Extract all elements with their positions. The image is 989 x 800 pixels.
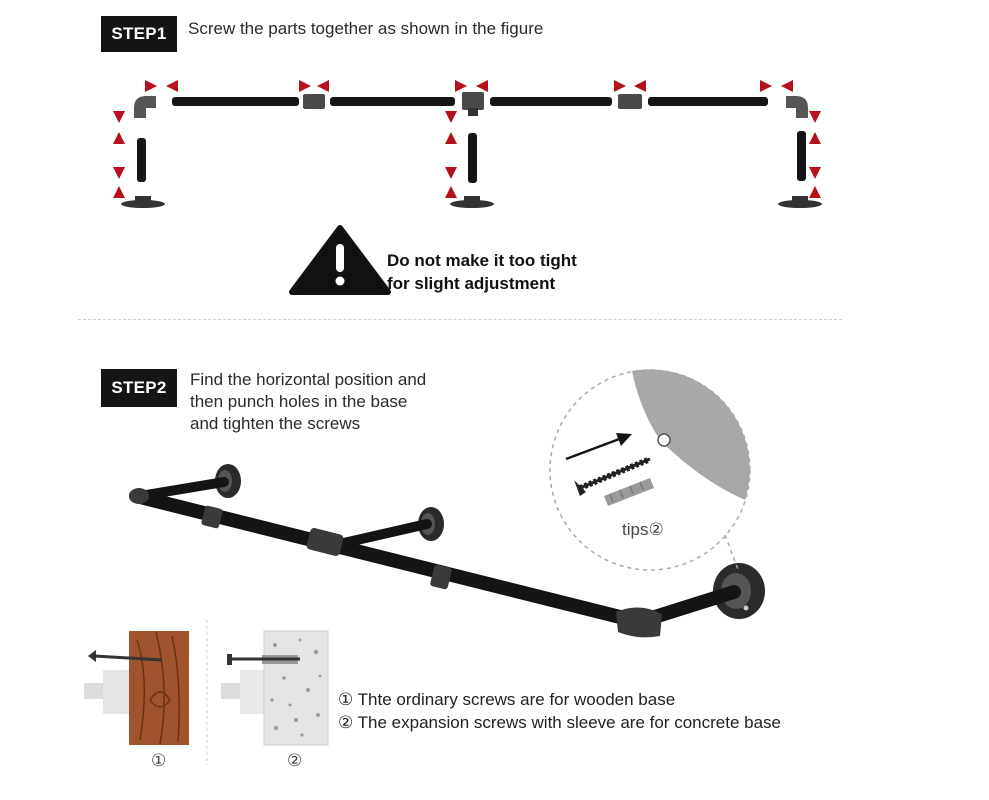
wood-screw-note: ① Thte ordinary screws are for wooden ba… <box>338 690 676 709</box>
concrete-base-marker: ② <box>287 751 303 770</box>
vertical-pipes <box>137 131 806 183</box>
step1-instruction: Screw the parts together as shown in the… <box>188 19 544 38</box>
warning-line1: Do not make it too tight <box>387 251 577 270</box>
floor-flanges <box>121 196 822 208</box>
wall-plug-icon <box>604 478 654 506</box>
tips-label: tips② <box>622 520 664 539</box>
step1-badge: STEP1 <box>101 16 177 52</box>
rail-fittings <box>129 488 662 638</box>
elbow-fittings <box>134 96 808 118</box>
concrete-base-diagram <box>221 630 329 746</box>
concrete-screw-note: ② The expansion screws with sleeve are f… <box>338 713 781 732</box>
wood-base-marker: ① <box>151 751 167 770</box>
support-arms <box>135 477 741 627</box>
step2-badge: STEP2 <box>101 369 177 407</box>
wooden-base-diagram <box>84 631 189 745</box>
warning-icon <box>289 225 391 295</box>
zoom-detail-circle <box>549 369 751 573</box>
horizontal-pipes <box>172 97 768 106</box>
screw-icon <box>574 457 651 496</box>
pipe-couplings <box>303 92 642 116</box>
warning-line2: for slight adjustment <box>387 274 556 293</box>
insert-arrow-icon <box>565 433 632 461</box>
tightening-arrows <box>113 80 821 198</box>
step2-instruction-line1: Find the horizontal position and <box>190 370 427 389</box>
step2-instruction-line3: and tighten the screws <box>190 414 361 433</box>
section-divider <box>78 319 842 320</box>
step2-instruction-line2: then punch holes in the base <box>190 392 408 411</box>
